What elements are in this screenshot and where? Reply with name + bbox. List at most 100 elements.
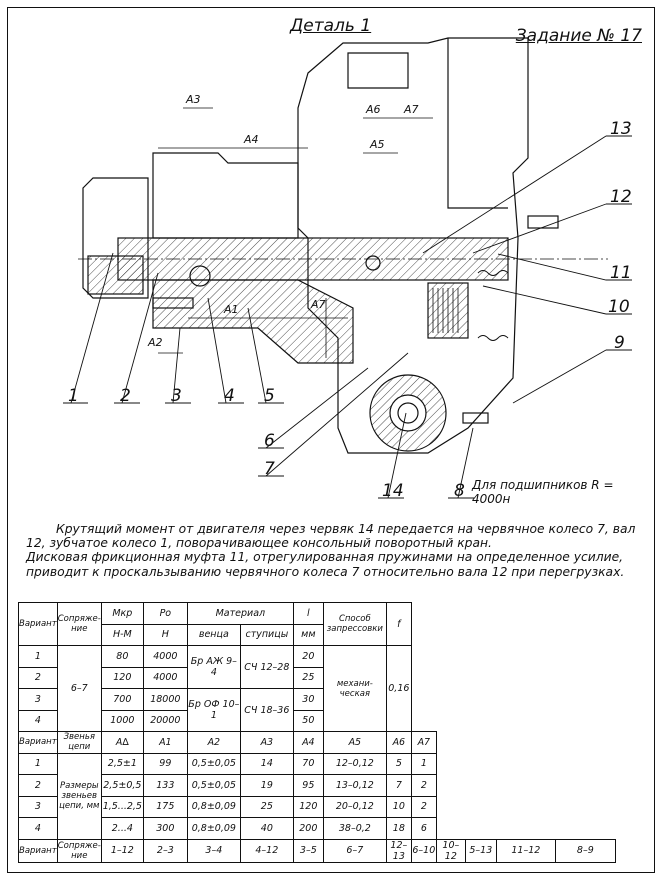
cell-variant: 3 — [18, 795, 58, 818]
col-a6: А6 — [385, 731, 412, 754]
table2-header: Вариант Звенья цепи А∆ А1 А2 А3 А4 А5 А6… — [18, 731, 616, 754]
leader-12: 12 — [610, 187, 632, 207]
cell-variant: 4 — [18, 709, 58, 732]
unit-mkr: Н-М — [100, 623, 144, 646]
unit-hub: ступицы — [239, 623, 294, 646]
col-pair-2-3: 2–3 — [142, 838, 188, 863]
cell: 2,5±1 — [100, 752, 144, 775]
cell: 0,5±0,05 — [186, 752, 241, 775]
cell: 2...4 — [100, 817, 144, 840]
leader-10: 10 — [608, 297, 630, 317]
cell-po: 4000 — [142, 666, 188, 689]
leader-11: 11 — [610, 263, 632, 283]
cell: 10 — [385, 795, 412, 818]
cell-mkr: 700 — [100, 688, 144, 711]
cell-f: 0,16 — [385, 645, 412, 732]
cell-method: механи-ческая — [322, 645, 387, 732]
cell: 14 — [239, 752, 294, 775]
leader-3: 3 — [171, 386, 182, 406]
cell-mkr: 120 — [100, 666, 144, 689]
leader-1: 1 — [68, 386, 79, 406]
col-pair-3-5: 3–5 — [292, 838, 324, 863]
cell: 1,5...2,5 — [100, 795, 144, 818]
col-pair-11-12: 11–12 — [495, 838, 556, 863]
col-a-delta: А∆ — [100, 731, 144, 754]
table-row: 3 1,5...2,5 175 0,8±0,09 25 120 20–0,12 … — [18, 795, 616, 818]
cell: 20–0,12 — [322, 795, 387, 818]
col-a3: А3 — [239, 731, 294, 754]
col-pair-12-13: 12–13 — [385, 838, 412, 863]
cell-variant: 4 — [18, 817, 58, 840]
col-pair-4-12: 4–12 — [239, 838, 294, 863]
leader-14: 14 — [382, 481, 404, 501]
leader-7: 7 — [264, 459, 275, 479]
cell: 7 — [385, 774, 412, 797]
cell: 2 — [410, 774, 437, 797]
unit-crown: венца — [186, 623, 241, 646]
cell: 0,8±0,09 — [186, 817, 241, 840]
cell: 40 — [239, 817, 294, 840]
cell: 2,5±0,5 — [100, 774, 144, 797]
col-variant: Вариант — [18, 838, 58, 863]
dim-a1: A1 — [223, 303, 239, 316]
col-l: l — [292, 602, 324, 625]
col-po: Ро — [142, 602, 188, 625]
cell: 38–0,2 — [322, 817, 387, 840]
cell: 12–0,12 — [322, 752, 387, 775]
cell-variant: 2 — [18, 774, 58, 797]
col-pair-6-7: 6–7 — [322, 838, 387, 863]
cell-l: 30 — [292, 688, 324, 711]
cell-variant: 1 — [18, 752, 58, 775]
table-row: 1 Размеры звеньев цепи, мм 2,5±1 99 0,5±… — [18, 752, 616, 840]
col-f: f — [385, 602, 412, 646]
spec-table: Вариант Сопряже-ние Мкр Ро Материал l Сп… — [18, 602, 616, 863]
leader-9: 9 — [614, 333, 625, 353]
cell-po: 20000 — [142, 709, 188, 732]
unit-l: мм — [292, 623, 324, 646]
dim-a6: A6 — [365, 103, 381, 116]
table-row: 2 120 4000 25 — [18, 666, 616, 689]
unit-po: Н — [142, 623, 188, 646]
cell: 133 — [142, 774, 188, 797]
dim-a7-vertical: A7 — [310, 298, 326, 311]
table3-header: Вариант Сопряже-ние 1–12 2–3 3–4 4–12 3–… — [18, 838, 616, 863]
dim-a3: A3 — [185, 93, 201, 106]
dim-a2: A2 — [147, 336, 163, 349]
col-pair-1-12: 1–12 — [100, 838, 144, 863]
cell: 99 — [142, 752, 188, 775]
task-number: Задание № 17 — [515, 26, 642, 46]
cell-pair: 6–7 — [56, 645, 102, 732]
table-row: 4 2...4 300 0,8±0,09 40 200 38–0,2 18 6 — [18, 817, 616, 840]
cell-mkr: 80 — [100, 645, 144, 668]
cell-crown: Бр АЖ 9–4 — [186, 645, 241, 689]
cell-l: 50 — [292, 709, 324, 732]
col-pair-6-10: 6–10 — [410, 838, 437, 863]
dim-a7: A7 — [403, 103, 419, 116]
table1-header: Вариант Сопряже-ние Мкр Ро Материал l Сп… — [18, 602, 616, 646]
cell: 1 — [410, 752, 437, 775]
cell-l: 25 — [292, 666, 324, 689]
cell: 70 — [292, 752, 324, 775]
dim-a5: A5 — [369, 138, 385, 151]
gear-1 — [82, 177, 149, 299]
cell-variant: 1 — [18, 645, 58, 668]
housing-right-cap — [447, 38, 508, 209]
col-a7: А7 — [410, 731, 437, 754]
col-pair-10-12: 10–12 — [435, 838, 466, 863]
col-a1: А1 — [142, 731, 188, 754]
leader-13: 13 — [610, 119, 632, 139]
cell: 120 — [292, 795, 324, 818]
description-paragraph-1: Крутящий момент от двигателя через червя… — [26, 522, 636, 551]
col-variant: Вариант — [18, 602, 58, 646]
cell: 175 — [142, 795, 188, 818]
cell: 200 — [292, 817, 324, 840]
cell: 0,8±0,09 — [186, 795, 241, 818]
table-row: 1 6–7 80 4000 Бр АЖ 9–4 СЧ 12–28 20 меха… — [18, 645, 616, 732]
cell: 13–0,12 — [322, 774, 387, 797]
description: Крутящий момент от двигателя через червя… — [26, 522, 646, 579]
cover-4 — [152, 152, 299, 239]
cell: 18 — [385, 817, 412, 840]
col-a2: А2 — [186, 731, 241, 754]
cell-sizes: Размеры звеньев цепи, мм — [56, 752, 102, 840]
page-title: Деталь 1 — [290, 16, 372, 36]
